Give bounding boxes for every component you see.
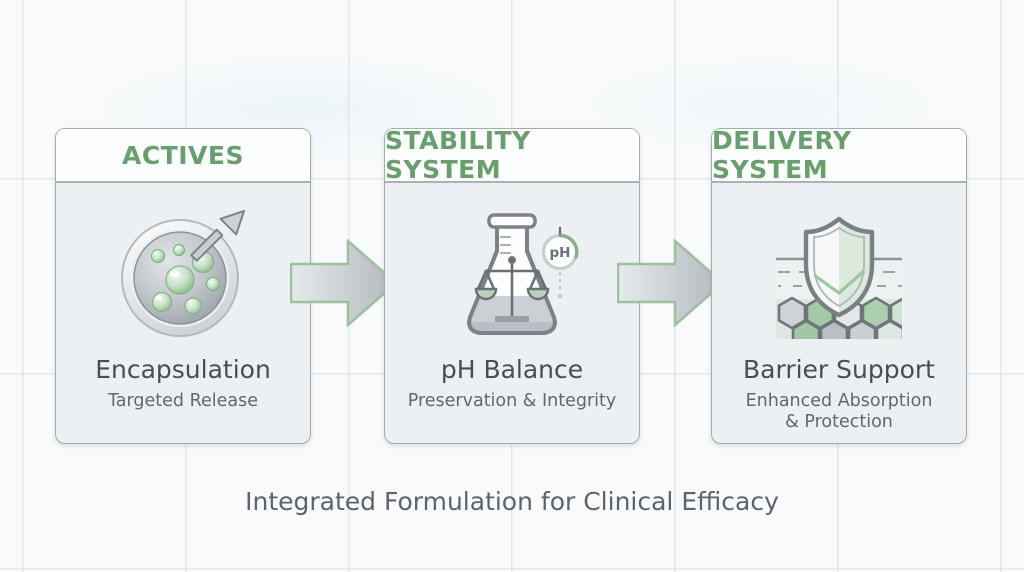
balance-scale-icon	[474, 256, 550, 322]
card-delivery-title: Barrier Support	[743, 355, 935, 384]
card-stability-body: pH pH Balance Preservation & Integrity	[385, 183, 639, 443]
release-arrow-icon	[190, 210, 245, 262]
barrier-shield-icon	[764, 195, 914, 351]
card-actives-body: Encapsulation Targeted Release	[56, 183, 310, 443]
card-stability-header: STABILITY SYSTEM	[385, 126, 639, 184]
card-delivery-body: Barrier Support Enhanced Absorption & Pr…	[712, 183, 966, 443]
active-bubbles	[150, 243, 221, 315]
card-actives: ACTIVES	[55, 128, 311, 444]
card-delivery-header: DELIVERY SYSTEM	[712, 126, 966, 184]
ph-badge-label: pH	[550, 245, 571, 261]
barrier-shield-icon-svg	[776, 216, 902, 339]
card-actives-subtitle: Targeted Release	[108, 391, 258, 411]
card-delivery: DELIVERY SYSTEM	[711, 126, 967, 444]
card-stability: STABILITY SYSTEM	[384, 126, 640, 444]
card-stability-title: pH Balance	[440, 355, 584, 384]
encapsulation-icon	[108, 195, 258, 351]
ph-gauge-badge: pH	[541, 226, 579, 299]
card-actives-header-label: ACTIVES	[122, 140, 244, 170]
card-delivery-subtitle: Enhanced Absorption & Protection	[745, 391, 933, 433]
encapsulation-icon-svg	[121, 210, 245, 337]
ph-balance-flask-icon-svg: pH	[467, 213, 579, 335]
flask-graduation-marks	[500, 236, 511, 254]
card-stability-header-label: STABILITY SYSTEM	[385, 126, 531, 184]
ph-balance-flask-icon: pH	[437, 195, 587, 351]
card-stability-subtitle: Preservation & Integrity	[407, 391, 617, 411]
flow-arrow-1-icon	[290, 239, 398, 327]
diagram-caption: Integrated Formulation for Clinical Effi…	[245, 487, 779, 516]
shield-icon	[803, 216, 875, 318]
card-actives-title: Encapsulation	[95, 355, 271, 384]
flow-arrow-2-icon	[617, 239, 725, 327]
card-actives-header: ACTIVES	[56, 129, 310, 183]
card-delivery-header-label: DELIVERY SYSTEM	[712, 126, 852, 184]
